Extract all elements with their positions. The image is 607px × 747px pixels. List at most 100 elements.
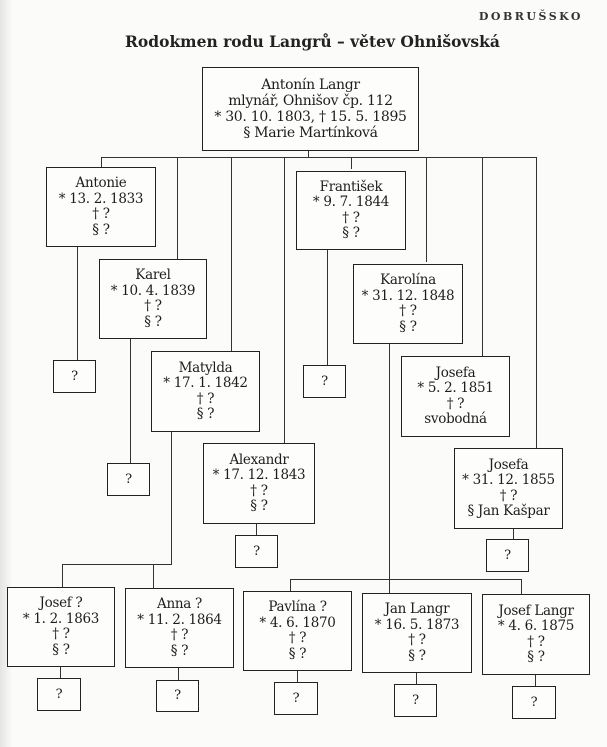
connector-frantisek bbox=[351, 157, 353, 169]
diagram-title: Rodokmen rodu Langrů – větev Ohnišovská bbox=[125, 32, 500, 51]
person-died: † ? bbox=[144, 298, 162, 314]
person-spouse: § ? bbox=[250, 498, 268, 514]
person-name: Josef ? bbox=[39, 595, 83, 611]
person-name: Alexandr bbox=[229, 451, 289, 468]
person-died: † ? bbox=[342, 209, 360, 226]
person-died: † ? bbox=[499, 487, 518, 504]
person-josefa-1855: Josefa * 31. 12. 1855 † ? § Jan Kašpar bbox=[454, 448, 563, 529]
unknown-mark: ? bbox=[321, 373, 328, 389]
person-name: Matylda bbox=[178, 359, 233, 376]
person-spouse: § ? bbox=[288, 645, 307, 662]
person-died: † ? bbox=[527, 633, 545, 650]
unknown-descendant-anna: ? bbox=[156, 680, 199, 712]
person-matylda: Matylda * 17. 1. 1842 † ? § ? bbox=[151, 351, 260, 432]
connector-josefa1855-desc bbox=[513, 528, 515, 540]
person-karolina: Karolína * 31. 12. 1848 † ? § ? bbox=[353, 264, 463, 344]
connector-children-bus bbox=[101, 157, 537, 159]
connector-karel bbox=[177, 157, 179, 260]
connector-anna bbox=[153, 564, 155, 589]
person-died: † ? bbox=[196, 390, 215, 407]
unknown-descendant-frantisek: ? bbox=[303, 365, 346, 398]
person-spouse: § ? bbox=[170, 642, 189, 659]
connector-jan-desc bbox=[416, 672, 418, 685]
unknown-mark: ? bbox=[125, 471, 132, 487]
unknown-mark: ? bbox=[253, 543, 260, 559]
person-karel: Karel * 10. 4. 1839 † ? § ? bbox=[99, 259, 207, 339]
person-spouse: § ? bbox=[408, 647, 426, 664]
person-spouse: § ? bbox=[196, 406, 215, 422]
person-died: † ? bbox=[408, 632, 426, 648]
connector-josefa-1851 bbox=[482, 157, 484, 357]
unknown-descendant-pavlina: ? bbox=[274, 682, 318, 715]
person-died: † ? bbox=[92, 206, 110, 222]
person-born: * 10. 4. 1839 bbox=[110, 282, 196, 299]
unknown-mark: ? bbox=[71, 368, 78, 384]
person-born: * 5. 2. 1851 bbox=[417, 380, 494, 396]
connector-anna-desc bbox=[178, 667, 180, 681]
person-name: František bbox=[319, 178, 383, 195]
person-born: * 17. 1. 1842 bbox=[163, 375, 248, 391]
person-name: Karolína bbox=[380, 272, 436, 288]
person-born: * 31. 12. 1855 bbox=[462, 472, 555, 488]
person-dates: * 30. 10. 1803, † 15. 5. 1895 bbox=[214, 109, 407, 125]
person-anna: Anna ? * 11. 2. 1864 † ? § ? bbox=[125, 588, 234, 668]
unknown-mark: ? bbox=[504, 547, 511, 563]
connector-karolina-bus bbox=[290, 579, 522, 581]
connector-josefa-1855 bbox=[536, 157, 538, 449]
person-occupation: mlynář, Ohnišov čp. 112 bbox=[228, 93, 393, 109]
person-jan-langr: Jan Langr * 16. 5. 1873 † ? § ? bbox=[362, 593, 472, 673]
person-spouse: § ? bbox=[342, 225, 360, 241]
unknown-mark: ? bbox=[530, 694, 538, 710]
person-died: † ? bbox=[170, 627, 189, 643]
unknown-descendant-antonie: ? bbox=[53, 360, 96, 393]
connector-josef bbox=[62, 564, 64, 588]
person-died: † ? bbox=[52, 626, 70, 642]
unknown-mark: ? bbox=[412, 692, 419, 708]
person-spouse: § Jan Kašpar bbox=[467, 503, 550, 519]
connector-matylda bbox=[231, 157, 233, 352]
person-born: * 16. 5. 1873 bbox=[374, 616, 460, 633]
person-spouse: § ? bbox=[399, 318, 417, 335]
person-name: Anna ? bbox=[157, 596, 202, 612]
unknown-descendant-josef: ? bbox=[37, 678, 81, 711]
person-died: † ? bbox=[399, 303, 417, 319]
person-name: Josefa bbox=[488, 456, 529, 473]
person-frantisek: František * 9. 7. 1844 † ? § ? bbox=[296, 171, 406, 250]
person-died: † ? bbox=[446, 395, 465, 412]
unknown-descendant-jan-langr: ? bbox=[394, 684, 437, 717]
person-josefa-1851: Josefa * 5. 2. 1851 † ? svobodná bbox=[401, 356, 510, 437]
connector-josef-desc bbox=[60, 666, 62, 679]
person-born: * 11. 2. 1864 bbox=[137, 611, 222, 628]
person-born: * 4. 6. 1875 bbox=[497, 618, 575, 634]
unknown-mark: ? bbox=[174, 688, 181, 704]
person-spouse: § Marie Martínková bbox=[243, 125, 378, 141]
connector-karolina bbox=[426, 157, 428, 262]
running-header: DOBRUŠSKO bbox=[478, 10, 583, 23]
person-born: * 13. 2. 1833 bbox=[58, 190, 144, 207]
unknown-descendant-josefa-1855: ? bbox=[486, 539, 529, 572]
unknown-mark: ? bbox=[292, 690, 300, 706]
person-spouse: § ? bbox=[144, 313, 162, 330]
person-marital-status: svobodná bbox=[424, 411, 487, 427]
person-josef-langr: Josef Langr * 4. 6. 1875 † ? § ? bbox=[482, 594, 590, 675]
person-name: Karel bbox=[135, 267, 171, 283]
page-edge-shadow bbox=[0, 0, 12, 747]
person-died: † ? bbox=[250, 482, 268, 499]
connector-alexandr bbox=[284, 157, 286, 444]
connector-root-stem bbox=[308, 150, 310, 158]
connector-alexandr-desc bbox=[256, 523, 258, 536]
connector-karel-desc bbox=[130, 339, 132, 463]
person-name: Jan Langr bbox=[384, 601, 450, 617]
person-pavlina: Pavlína ? * 4. 6. 1870 † ? § ? bbox=[243, 591, 352, 671]
person-name: Antonín Langr bbox=[261, 77, 360, 93]
person-name: Pavlína ? bbox=[268, 599, 327, 615]
connector-josef-langr-desc bbox=[535, 674, 537, 686]
unknown-descendant-alexandr: ? bbox=[235, 535, 278, 568]
person-name: Josefa bbox=[435, 364, 476, 381]
connector-antonie bbox=[101, 157, 103, 167]
connector-pavlina-desc bbox=[297, 670, 299, 683]
person-spouse: § ? bbox=[52, 641, 70, 658]
person-name: Josef Langr bbox=[498, 602, 574, 619]
person-antonie: Antonie * 13. 2. 1833 † ? § ? bbox=[46, 167, 156, 247]
unknown-descendant-josef-langr: ? bbox=[512, 686, 556, 719]
